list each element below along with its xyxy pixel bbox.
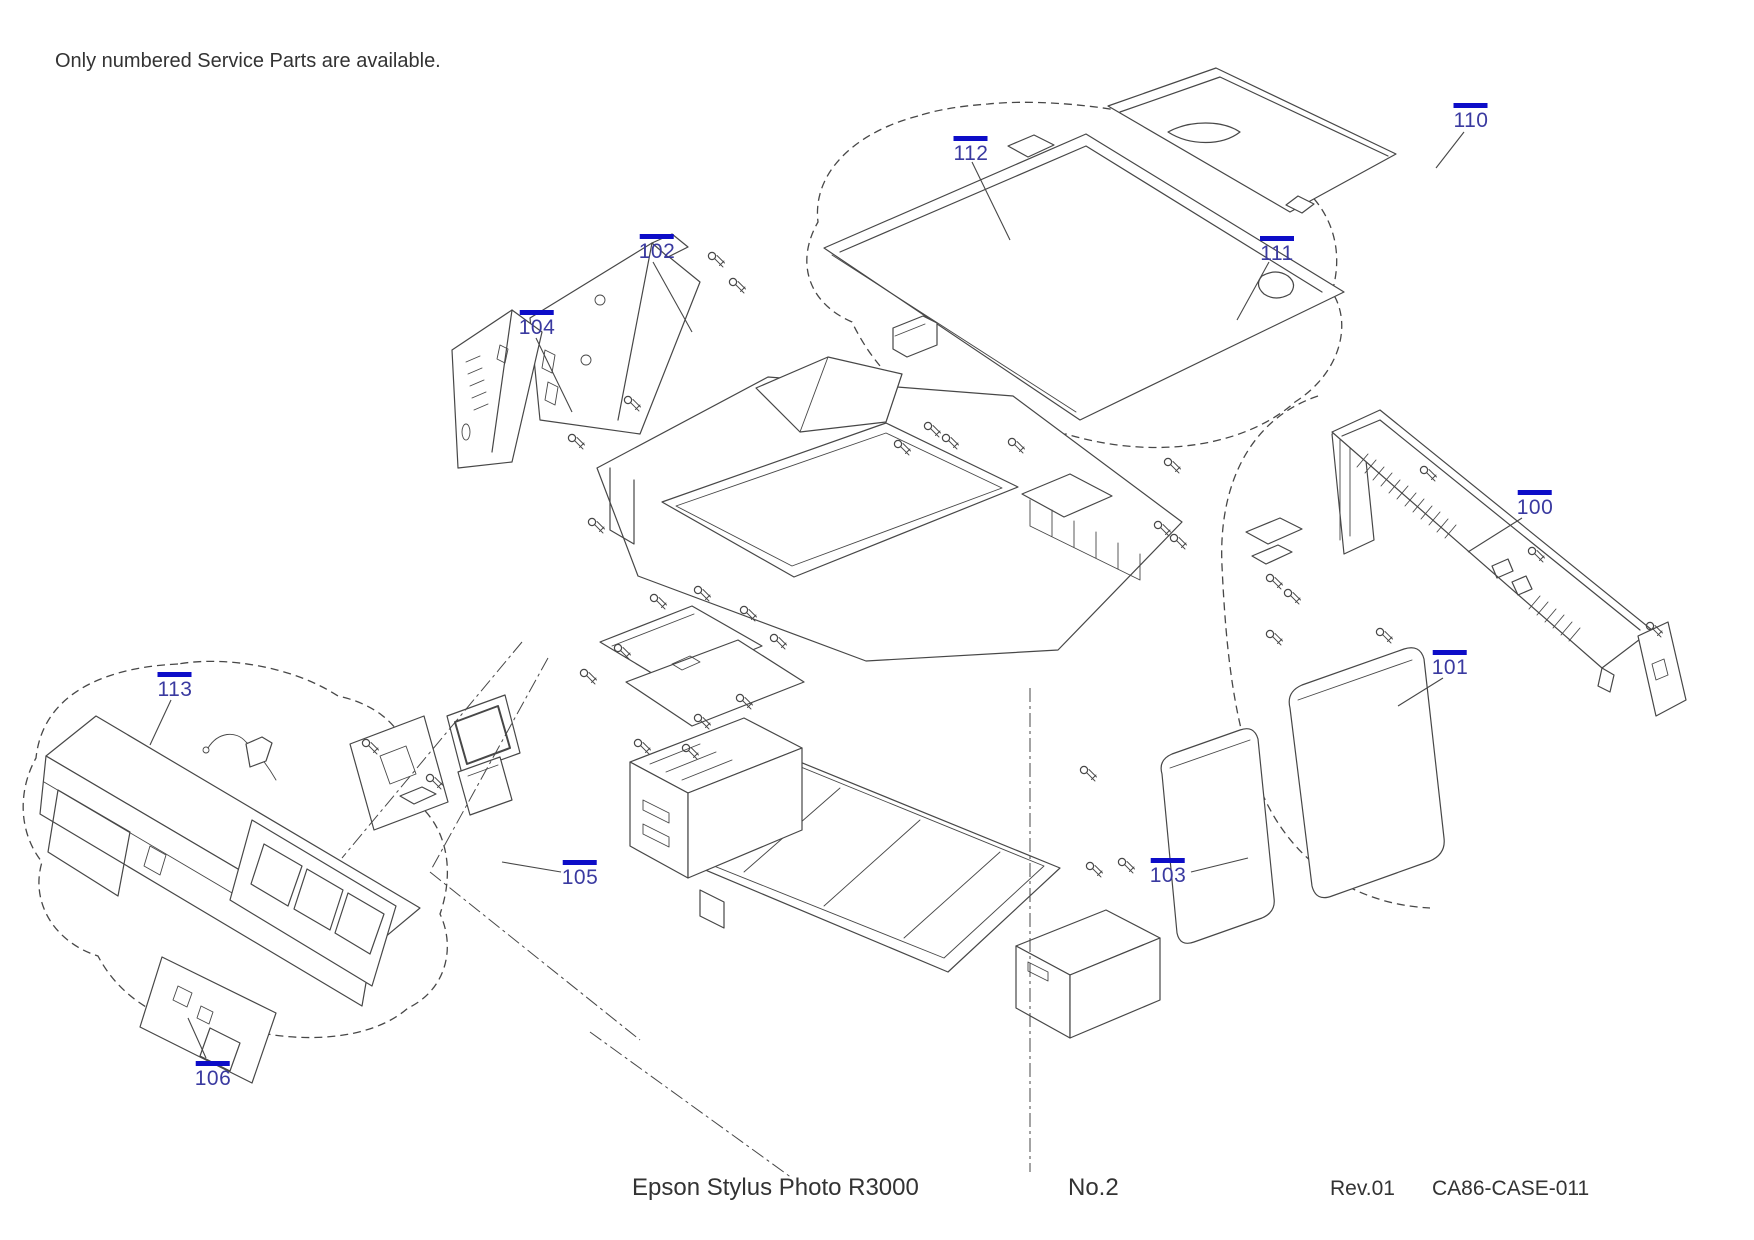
leader-line-106 — [187, 1017, 207, 1059]
part-number: 112 — [953, 142, 989, 165]
part-number: 106 — [194, 1067, 232, 1090]
label-underline — [519, 310, 554, 315]
part-number: 113 — [157, 678, 193, 701]
footer-revision: Rev.01 — [1330, 1177, 1395, 1200]
lower-tray-assembly — [629, 717, 1161, 1039]
footer-doc-code: CA86-CASE-011 — [1432, 1177, 1590, 1200]
leader-line-103 — [1190, 857, 1249, 873]
part-112-group-boundary — [806, 101, 1343, 449]
leader-line-112 — [971, 161, 1011, 241]
part-number: 104 — [518, 316, 556, 339]
part-111-top-cover — [823, 133, 1345, 421]
part-label-103: 103 — [1150, 858, 1187, 887]
leader-lines — [149, 131, 1523, 1059]
part-number: 105 — [561, 866, 599, 889]
label-underline — [1432, 650, 1467, 655]
label-underline — [195, 1061, 230, 1066]
part-100-rear-panel — [1331, 409, 1687, 717]
leader-line-101 — [1397, 677, 1444, 707]
leader-line-105 — [501, 861, 562, 873]
part-label-104: 104 — [519, 310, 556, 339]
upper-housing — [596, 356, 1303, 662]
phantom-lines — [341, 641, 1031, 1179]
label-underline — [1517, 490, 1552, 495]
part-101-side-cover — [1288, 647, 1445, 899]
part-113-front-panel-group — [22, 660, 448, 1039]
leader-line-110 — [1435, 131, 1465, 169]
part-label-110: 110 — [1454, 103, 1489, 132]
part-number: 101 — [1431, 656, 1469, 679]
part-104-panel — [451, 309, 543, 469]
leader-line-111 — [1236, 261, 1270, 321]
label-underline — [1453, 103, 1488, 108]
part-103-side-cover — [1160, 728, 1275, 944]
part-102-panel — [529, 233, 701, 435]
leader-line-113 — [149, 699, 172, 746]
side-group-boundary — [1221, 395, 1431, 909]
label-underline — [953, 136, 988, 141]
part-106-sheet — [139, 956, 277, 1084]
part-label-106: 106 — [195, 1061, 232, 1090]
part-number: 103 — [1149, 864, 1187, 887]
part-label-100: 100 — [1517, 490, 1554, 519]
part-label-112: 112 — [954, 136, 989, 165]
footer-model: Epson Stylus Photo R3000 — [632, 1174, 919, 1201]
part-label-113: 113 — [158, 672, 193, 701]
part-105-board-cluster — [349, 605, 805, 831]
part-number: 111 — [1260, 242, 1294, 265]
note-text: Only numbered Service Parts are availabl… — [55, 50, 441, 72]
part-110-top-panel — [1107, 67, 1397, 214]
part-number: 102 — [638, 240, 676, 263]
label-underline — [1150, 858, 1185, 863]
label-underline — [562, 860, 597, 865]
part-number: 110 — [1453, 109, 1489, 132]
leader-line-102 — [652, 261, 693, 333]
part-label-102: 102 — [639, 234, 676, 263]
leader-line-100 — [1467, 517, 1523, 553]
label-underline — [639, 234, 674, 239]
part-label-105: 105 — [562, 860, 599, 889]
part-label-111: 111 — [1260, 236, 1294, 265]
footer-page-no: No.2 — [1068, 1174, 1119, 1201]
part-label-101: 101 — [1432, 650, 1469, 679]
leader-line-104 — [535, 337, 573, 413]
part-number: 100 — [1516, 496, 1554, 519]
label-underline — [157, 672, 192, 677]
label-underline — [1260, 236, 1294, 241]
